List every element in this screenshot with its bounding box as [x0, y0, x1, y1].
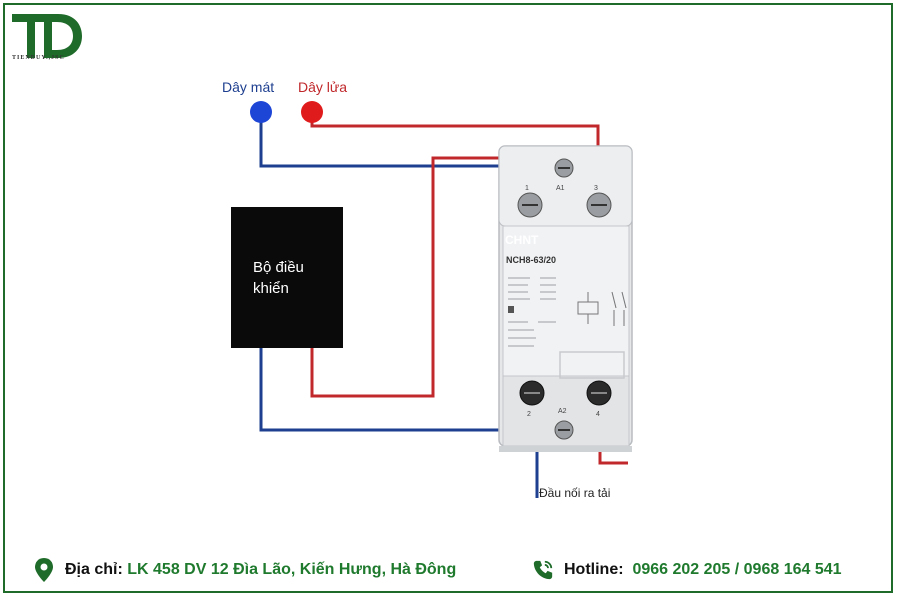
footer-address: Địa chỉ: LK 458 DV 12 Đìa Lão, Kiến Hưng…	[33, 556, 456, 584]
location-pin-icon	[35, 558, 53, 582]
terminal-3: 3	[594, 185, 598, 192]
output-label: Đầu nối ra tải	[539, 486, 610, 500]
hotline-label: Hotline:	[564, 561, 624, 578]
contactor-model: NCH8-63/20	[506, 255, 556, 265]
controller-label-line2: khiển	[253, 280, 289, 297]
live-wire-label: Dây lửa	[298, 79, 347, 95]
controller-box	[231, 207, 343, 348]
terminal-1: 1	[525, 185, 529, 192]
footer-hotline: Hotline: 0966 202 205 / 0968 164 541	[532, 556, 842, 584]
company-logo	[12, 14, 82, 58]
live-terminal-dot	[301, 101, 323, 123]
address-value: LK 458 DV 12 Đìa Lão, Kiến Hưng, Hà Đông	[127, 561, 457, 578]
contactor-brand: CHNT	[505, 233, 539, 247]
terminal-4: 4	[596, 411, 600, 418]
logo-tagline: TIENDUY.,JSC	[12, 55, 65, 61]
address-label: Địa chỉ:	[65, 561, 123, 578]
terminal-2: 2	[527, 411, 531, 418]
contactor	[498, 145, 633, 452]
neutral-wire-label: Dây mát	[222, 79, 274, 95]
coil-a1: A1	[556, 185, 565, 192]
controller-label-line1: Bộ điều	[253, 259, 304, 276]
page-frame	[3, 3, 893, 593]
hotline-value: 0966 202 205 / 0968 164 541	[632, 561, 842, 578]
neutral-terminal-dot	[250, 101, 272, 123]
phone-icon	[533, 560, 553, 580]
contactor-screws	[517, 158, 612, 440]
coil-a2: A2	[558, 408, 567, 415]
